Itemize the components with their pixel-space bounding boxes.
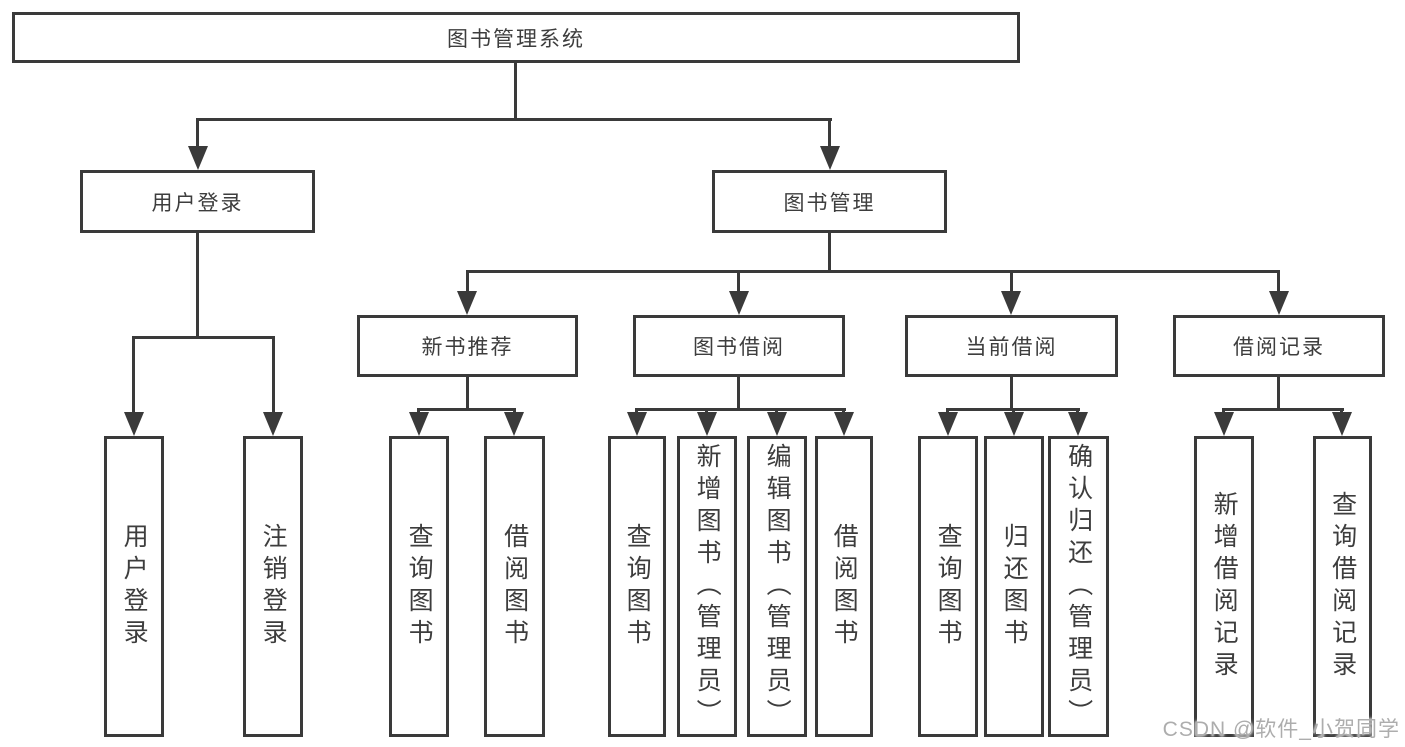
leaf-user-login-label: 用户登录	[120, 522, 149, 651]
leaf-borrow-books-recommend-label: 借阅图书	[500, 522, 529, 651]
connector-arm-leaf-user-login	[132, 336, 135, 412]
connector-root-bus	[196, 118, 832, 121]
connector-arm-user-login	[196, 118, 199, 146]
leaf-query-books-current-label: 查询图书	[934, 522, 963, 651]
node-new-book-recommend: 新书推荐	[357, 315, 578, 377]
leaf-query-borrow-record: 查询借阅记录	[1313, 436, 1372, 737]
leaf-user-login: 用户登录	[104, 436, 164, 737]
node-root-library-system: 图书管理系统	[12, 12, 1020, 63]
arrow-down-icon	[188, 146, 208, 170]
arrow-down-icon	[820, 146, 840, 170]
connector-arm	[417, 408, 420, 412]
leaf-confirm-return-admin-label: 确认归还（管理员）	[1064, 442, 1093, 731]
connector-borrow-records-bus	[1222, 408, 1344, 411]
node-root-label: 图书管理系统	[447, 27, 585, 51]
node-current-borrowing-label: 当前借阅	[965, 336, 1058, 359]
leaf-borrow-books-borrowing-label: 借阅图书	[830, 522, 859, 651]
connector-arm-new-book	[466, 270, 469, 291]
connector-arm-book-borrowing	[737, 270, 740, 291]
connector-borrow-records-stem	[1277, 377, 1280, 411]
connector-arm-book-management	[828, 118, 831, 146]
leaf-query-books-recommend-label: 查询图书	[405, 522, 434, 651]
connector-book-borrowing-bus	[635, 408, 846, 411]
leaf-query-books-borrowing-label: 查询图书	[623, 522, 652, 651]
node-book-borrowing-label: 图书借阅	[693, 336, 785, 359]
arrow-down-icon	[1001, 291, 1021, 315]
connector-arm	[842, 408, 845, 412]
connector-book-borrowing-stem	[737, 377, 740, 411]
leaf-edit-books-admin-label: 编辑图书（管理员）	[763, 442, 792, 731]
node-user-login: 用户登录	[80, 170, 315, 233]
leaf-edit-books-admin: 编辑图书（管理员）	[747, 436, 807, 737]
arrow-down-icon	[263, 412, 283, 436]
leaf-query-books-current: 查询图书	[918, 436, 978, 737]
leaf-borrow-books-borrowing: 借阅图书	[815, 436, 873, 737]
connector-arm	[1340, 408, 1343, 412]
connector-arm	[635, 408, 638, 412]
connector-arm	[705, 408, 708, 412]
arrow-down-icon	[124, 412, 144, 436]
node-borrow-records-label: 借阅记录	[1233, 336, 1325, 359]
leaf-query-books-recommend: 查询图书	[389, 436, 449, 737]
leaf-logout-label: 注销登录	[259, 522, 288, 651]
node-new-book-recommend-label: 新书推荐	[421, 336, 514, 359]
arrow-down-icon	[938, 412, 958, 436]
leaf-add-books-admin: 新增图书（管理员）	[677, 436, 737, 737]
node-book-borrowing: 图书借阅	[633, 315, 845, 377]
arrow-down-icon	[457, 291, 477, 315]
arrow-down-icon	[1214, 412, 1234, 436]
arrow-down-icon	[1068, 412, 1088, 436]
connector-arm-current-borrowing	[1010, 270, 1013, 291]
connector-user-login-stem	[196, 233, 199, 339]
connector-arm	[775, 408, 778, 412]
connector-arm-borrow-records	[1277, 270, 1280, 291]
arrow-down-icon	[1269, 291, 1289, 315]
leaf-add-borrow-record-label: 新增借阅记录	[1210, 490, 1239, 683]
arrow-down-icon	[697, 412, 717, 436]
leaf-logout: 注销登录	[243, 436, 303, 737]
node-user-login-label: 用户登录	[151, 191, 244, 215]
leaf-return-books: 归还图书	[984, 436, 1044, 737]
leaf-confirm-return-admin: 确认归还（管理员）	[1048, 436, 1109, 737]
arrow-down-icon	[504, 412, 524, 436]
node-book-management: 图书管理	[712, 170, 947, 233]
connector-book-management-bus	[466, 270, 1280, 273]
arrow-down-icon	[729, 291, 749, 315]
connector-arm	[1076, 408, 1079, 412]
arrow-down-icon	[409, 412, 429, 436]
node-current-borrowing: 当前借阅	[905, 315, 1118, 377]
connector-book-management-stem	[828, 233, 831, 273]
connector-arm	[513, 408, 516, 412]
leaf-query-borrow-record-label: 查询借阅记录	[1328, 490, 1357, 683]
connector-arm	[1012, 408, 1015, 412]
arrow-down-icon	[767, 412, 787, 436]
watermark-text: CSDN @软件_小贺同学	[1162, 718, 1400, 741]
connector-new-book-stem	[466, 377, 469, 411]
leaf-borrow-books-recommend: 借阅图书	[484, 436, 545, 737]
connector-current-borrowing-stem	[1010, 377, 1013, 411]
node-borrow-records: 借阅记录	[1173, 315, 1385, 377]
arrow-down-icon	[627, 412, 647, 436]
connector-arm-leaf-logout	[272, 336, 275, 412]
arrow-down-icon	[1332, 412, 1352, 436]
connector-arm	[1222, 408, 1225, 412]
connector-root-stem	[514, 63, 517, 121]
node-book-management-label: 图书管理	[783, 191, 876, 215]
leaf-add-books-admin-label: 新增图书（管理员）	[693, 442, 722, 731]
arrow-down-icon	[834, 412, 854, 436]
leaf-query-books-borrowing: 查询图书	[608, 436, 666, 737]
connector-user-login-bus	[132, 336, 275, 339]
arrow-down-icon	[1004, 412, 1024, 436]
connector-arm	[946, 408, 949, 412]
connector-new-book-bus	[417, 408, 516, 411]
leaf-add-borrow-record: 新增借阅记录	[1194, 436, 1254, 737]
leaf-return-books-label: 归还图书	[1000, 522, 1029, 651]
